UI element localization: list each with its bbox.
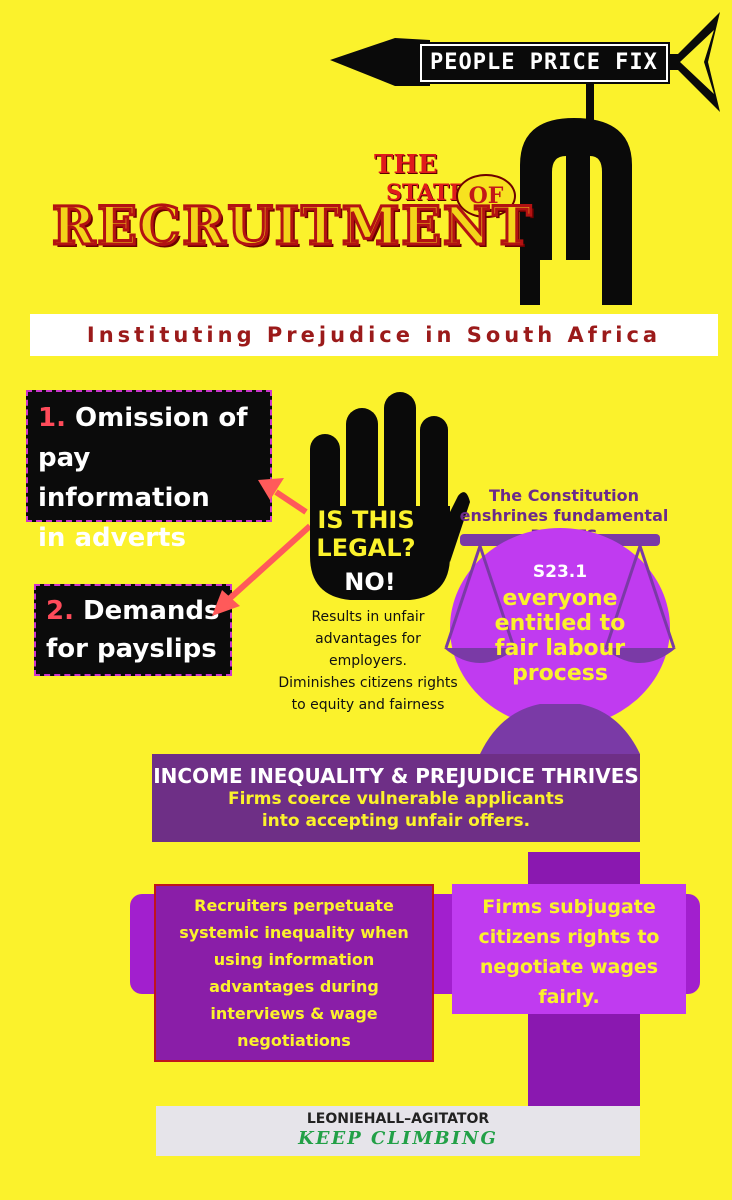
firms-box: Firms subjugate citizens rights to negot… <box>452 884 686 1014</box>
fork-icon <box>520 76 632 305</box>
issue-box-payslips: 2. Demands for payslips <box>34 584 232 676</box>
headline-of: OF <box>456 174 516 218</box>
income-body-line: Firms coerce vulnerable applicants <box>227 789 565 809</box>
hand-question: IS THIS LEGAL? <box>316 506 416 562</box>
issue-number: 2. <box>46 596 74 626</box>
recruiters-box: Recruiters perpetuate systemic inequalit… <box>154 884 434 1062</box>
income-inequality-box: INCOME INEQUALITY & PREJUDICE THRIVES Fi… <box>152 754 640 842</box>
headline-recruitment: RECRUITMENT <box>51 195 534 259</box>
issue-number: 1. <box>38 403 66 433</box>
hand-answer: NO! <box>344 568 396 596</box>
footer-author: LEONIEHALL–AGITATOR <box>306 1111 490 1127</box>
subtitle-bar: Instituting Prejudice in South Africa <box>30 314 718 356</box>
brand-title: PEOPLE PRICE FIX <box>420 44 668 82</box>
hand-caption: Results in unfair advantages for employe… <box>278 609 458 713</box>
constitution-body: everyone entitled to fair labour process <box>494 586 626 686</box>
hand-stop-icon <box>310 392 470 600</box>
scales-of-justice-icon <box>444 528 676 754</box>
issue-line: Omission of <box>75 403 248 433</box>
issue-line: pay information <box>38 443 210 513</box>
constitution-section: S23.1 <box>532 562 588 582</box>
headline-state: STATE <box>386 180 467 206</box>
income-body-line: into accepting unfair offers. <box>261 811 531 831</box>
issue-line: Demands <box>83 596 220 626</box>
issue-box-omission: 1. Omission of pay information in advert… <box>26 390 272 553</box>
footer-slogan: KEEP CLIMBING <box>298 1128 498 1149</box>
arrow-icon <box>212 478 313 616</box>
income-title: INCOME INEQUALITY & PREJUDICE THRIVES <box>153 764 639 788</box>
issue-line: in adverts <box>38 523 186 553</box>
headline-the: THE <box>374 150 438 180</box>
issue-line: for payslips <box>46 634 217 664</box>
footer-box: LEONIEHALL–AGITATOR KEEP CLIMBING <box>156 1106 640 1156</box>
